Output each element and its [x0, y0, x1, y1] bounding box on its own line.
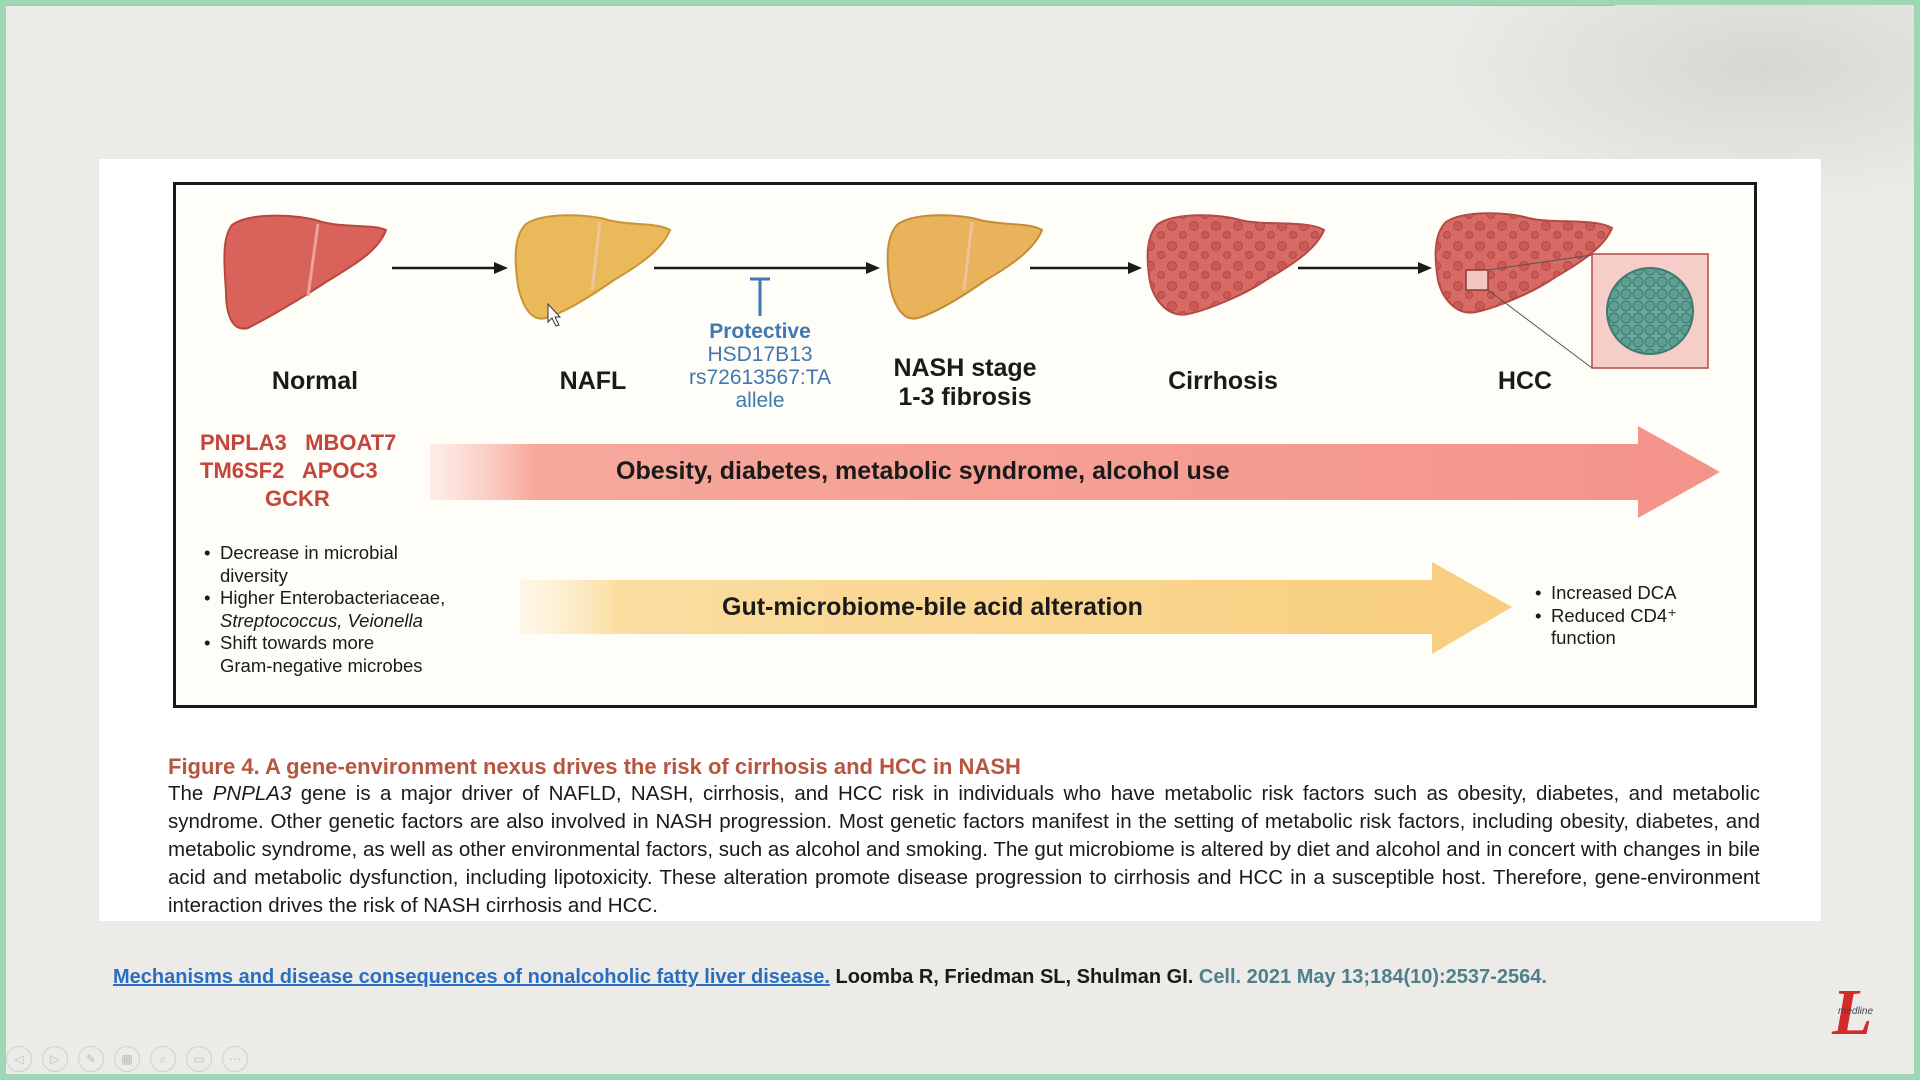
caption-text-start: The [168, 782, 213, 805]
slides-icon: ▦ [121, 1052, 133, 1066]
stage-label-hcc: HCC [1497, 367, 1553, 395]
zoom-button[interactable]: ⌕ [150, 1046, 176, 1072]
logo-word: medline [1838, 1006, 1873, 1017]
nash-liver-icon [886, 214, 1044, 320]
pen-icon: ✎ [85, 1052, 97, 1066]
bullet-text: Decrease in microbial [220, 542, 398, 563]
microbiome-arrow [520, 562, 1512, 654]
risk-factor-arrow-label: Obesity, diabetes, metabolic syndrome, a… [616, 457, 1230, 485]
outcome-list: Increased DCA Reduced CD4⁺ function [1535, 582, 1735, 650]
risk-factor-arrow [430, 426, 1720, 518]
bullet-text: function [1551, 627, 1616, 648]
nafl-liver-icon [514, 214, 672, 320]
see-all-slides-button[interactable]: ▦ [114, 1046, 140, 1072]
presentation-toolbar: ◁ ▷ ✎ ▦ ⌕ ▭ ⋯ [6, 1046, 248, 1076]
protective-allele: allele [735, 389, 785, 412]
risk-genes: PNPLA3 MBOAT7 TM6SF2 APOC3 GCKR [200, 429, 440, 513]
progression-arrows [392, 262, 1432, 274]
stage-label-normal: Normal [271, 367, 359, 395]
next-icon: ▷ [50, 1052, 60, 1066]
prev-icon: ◁ [14, 1052, 24, 1066]
stage-label-nash-line1: NASH stage [893, 354, 1037, 382]
bullet-text: Shift towards more [220, 632, 375, 653]
reference-journal: Cell. 2021 May 13;184(10):2537-2564. [1193, 966, 1547, 988]
bullet-text: Higher Enterobacteriaceae, [220, 587, 446, 608]
more-icon: ⋯ [229, 1052, 241, 1066]
subtitles-button[interactable]: ▭ [186, 1046, 212, 1072]
cirrhosis-liver-icon [1146, 214, 1326, 316]
medline-logo: L medline [1826, 976, 1884, 1049]
mouse-cursor-icon [547, 302, 562, 327]
bullet-text: Reduced CD4⁺ [1551, 604, 1677, 626]
microbiome-changes-list: Decrease in microbial diversity Higher E… [204, 542, 524, 677]
normal-liver-icon [223, 214, 388, 330]
protective-gene: HSD17B13 [707, 343, 813, 366]
list-item: Decrease in microbial diversity [204, 542, 524, 587]
list-item: Increased DCA [1535, 582, 1735, 605]
protective-variant-label: Protective HSD17B13 rs72613567:TA allele [650, 320, 870, 412]
microbiome-arrow-label: Gut-microbiome-bile acid alteration [722, 593, 1143, 621]
caption-gene-name: PNPLA3 [212, 782, 292, 805]
more-options-button[interactable]: ⋯ [222, 1046, 248, 1072]
protective-variant: rs72613567:TA [688, 366, 832, 389]
bullet-text: Streptococcus, Veionella [220, 609, 423, 631]
inhibition-symbol [750, 277, 770, 316]
stage-label-nash: NASH stage 1-3 fibrosis [870, 354, 1060, 412]
risk-genes-row1: PNPLA3 MBOAT7 [200, 430, 397, 455]
figure-caption-body: The PNPLA3 gene is a major driver of NAF… [168, 780, 1760, 920]
stage-label-nafl: NAFL [559, 367, 627, 395]
previous-slide-button[interactable]: ◁ [6, 1046, 32, 1072]
stage-label-cirrhosis: Cirrhosis [1168, 367, 1278, 395]
reference-citation: Mechanisms and disease consequences of n… [113, 966, 1547, 989]
list-item: Higher Enterobacteriaceae, Streptococcus… [204, 587, 524, 632]
protective-title: Protective [709, 320, 811, 343]
reference-authors: Loomba R, Friedman SL, Shulman GI. [829, 966, 1194, 988]
stage-label-nash-line2: 1-3 fibrosis [898, 383, 1032, 411]
hcc-liver-icon [1434, 212, 1709, 369]
logo-letter: L [1831, 978, 1872, 1042]
reference-link[interactable]: Mechanisms and disease consequences of n… [113, 966, 830, 988]
bullet-text: Increased DCA [1551, 582, 1677, 603]
figure-caption-title: Figure 4. A gene-environment nexus drive… [168, 754, 1021, 779]
bullet-text: Gram-negative microbes [220, 654, 423, 676]
next-slide-button[interactable]: ▷ [42, 1046, 68, 1072]
list-item: Reduced CD4⁺ function [1535, 605, 1735, 650]
subtitles-icon: ▭ [193, 1052, 205, 1066]
bullet-text: diversity [220, 564, 288, 586]
pen-tool-button[interactable]: ✎ [78, 1046, 104, 1072]
risk-genes-row2: TM6SF2 APOC3 [200, 458, 378, 483]
zoom-icon: ⌕ [159, 1051, 167, 1066]
risk-genes-row3: GCKR [265, 486, 330, 511]
caption-text-rest: gene is a major driver of NAFLD, NASH, c… [168, 782, 1760, 917]
list-item: Shift towards more Gram-negative microbe… [204, 632, 524, 677]
